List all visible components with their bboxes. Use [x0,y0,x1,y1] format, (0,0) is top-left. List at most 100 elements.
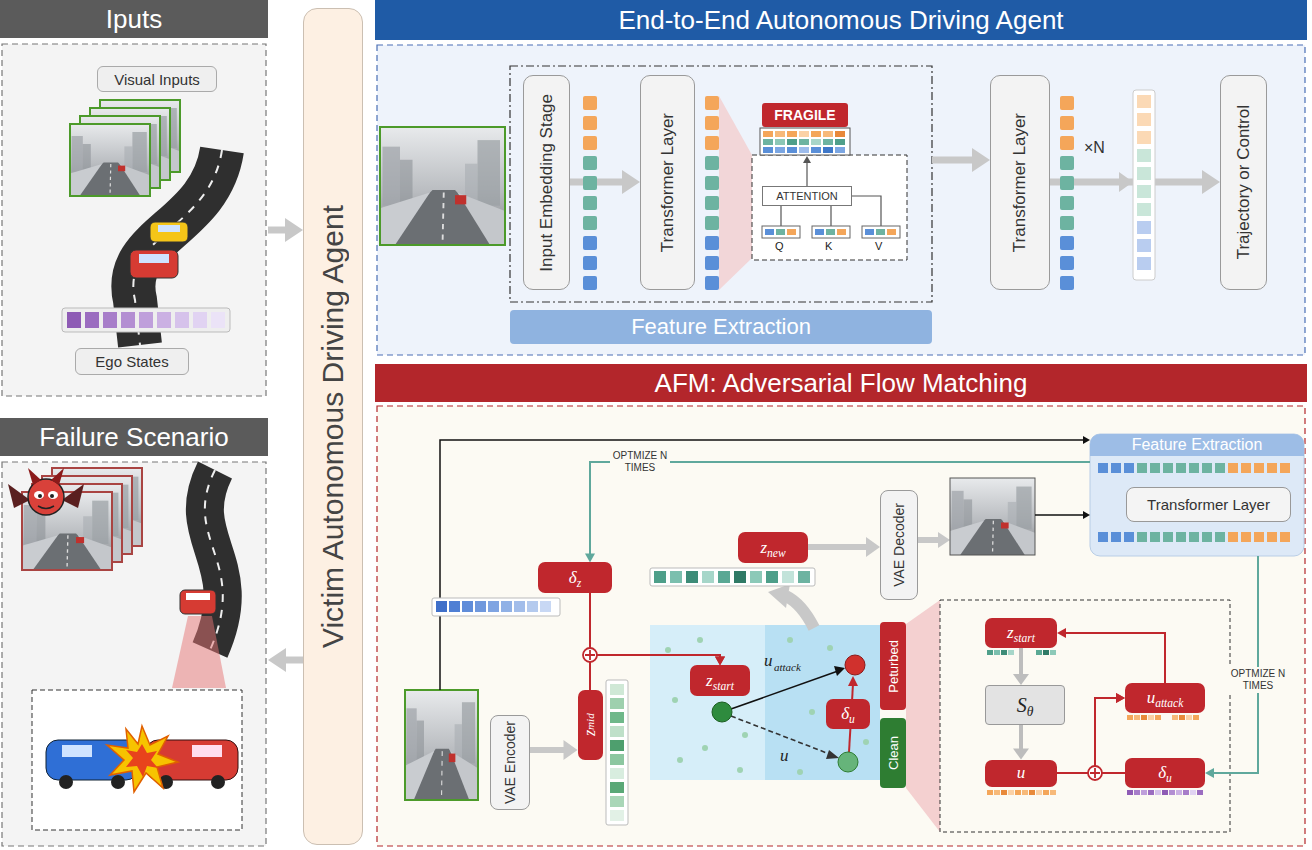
afm-sketch [987,650,993,655]
node-text: δ [841,704,849,723]
afm-sketch [1148,790,1154,795]
attention-sketch [823,131,833,137]
afm-sketch [610,768,624,779]
afm-sketch [462,601,473,612]
afm-sketch [697,637,703,643]
node-text: Input Embedding Stage [537,94,557,272]
edge-label: OPTMIZE N TIMES [610,449,670,475]
connector-line [1019,725,1023,751]
attention-sketch [837,229,846,235]
token-columns [1060,116,1074,130]
input-frames [121,312,135,328]
afm-sketch [1241,532,1251,542]
afm-sketch [826,750,839,759]
node-text: Transformer Layer [658,113,678,252]
afm-sketch [950,478,1035,555]
afm-sketch [1176,790,1182,795]
afm-sketch [1050,790,1056,795]
afm-sketch [1193,715,1199,720]
afm-sketch [1169,790,1175,795]
afm-sketch [514,601,525,612]
failure-illustration [28,468,41,485]
input-frames [130,250,178,278]
math-symbol: u [1017,763,1026,783]
token-columns [1137,239,1151,252]
node-text: u [1017,763,1026,782]
afm-sketch [838,752,858,772]
afm-sketch [610,782,624,793]
afm-sketch [1036,790,1042,795]
panel-ground [377,45,1305,355]
attention-sketch [811,131,821,137]
token-columns [1060,216,1074,230]
afm-sketch [540,601,551,612]
afm-sketch [712,702,732,722]
input-frames [70,124,150,196]
afm-sketch [786,596,814,628]
token-columns [1137,167,1151,180]
token-columns [705,116,719,130]
afm-sketch [782,571,794,583]
afm-sketch [1163,532,1173,542]
afm-sketch [1098,532,1108,542]
afm-sketch [650,568,815,586]
afm-sketch [1190,790,1196,795]
vae-decoder: VAE Decoder [880,490,918,600]
token-columns [1137,131,1151,144]
attention-sketch [787,147,797,153]
token-columns [1060,96,1074,110]
afm-sketch [1008,650,1014,655]
afm-sketch [610,810,624,821]
connector [1095,693,1125,773]
afm-sketch [750,571,762,583]
node-text: VAE Encoder [502,721,518,804]
node-text: mid [584,713,596,730]
panel-ground [377,406,1305,846]
node-text: attack [1155,697,1183,710]
afm-sketch [665,647,671,653]
section-panel: End-to-End Autonomous Driving AgentFeatu… [375,0,1307,357]
edge-label: OPTMIZE N TIMES [1228,667,1288,693]
input-frames [193,312,207,328]
attention-sketch [812,226,850,238]
node-text: Visual Inputs [111,71,203,88]
attention-sketch [865,229,874,235]
afm-sketch [737,767,743,773]
arrowhead [1013,674,1029,685]
arrowhead [1013,749,1029,760]
afm-sketch [1186,715,1192,720]
input-frames [67,312,81,328]
token-columns [705,216,719,230]
afm-sketch [1035,514,1084,516]
afm-sketch [809,709,815,715]
token-columns [1137,149,1151,162]
afm-sketch [1215,532,1225,542]
attention-sketch [763,147,773,153]
afm-sketch [677,757,683,763]
afm-sketch [606,680,628,825]
node-text: VAE Decoder [891,503,907,587]
afm-sketch [1043,790,1049,795]
node-text: start [1014,632,1035,645]
node-text: FRAGILE [771,107,838,123]
connector-line [590,462,1090,555]
arrowhead [1202,170,1220,194]
token-columns [705,276,719,290]
arrowhead [564,740,578,760]
afm-sketch [436,601,447,612]
node-text: δ [569,568,577,587]
afm-sketch [1215,463,1225,473]
afm-sketch [918,537,940,543]
afm-sketch [1134,715,1140,720]
node-text: z [577,577,582,590]
panel-ground [2,44,266,396]
perturbation-tag: δu [1125,758,1205,788]
latent-region [1090,434,1304,556]
afm-sketch [1036,650,1042,655]
afm-sketch [1163,463,1173,473]
failure-illustration [186,593,210,600]
node-text: End-to-End Autonomous Driving Agent [375,0,1307,40]
attention-sketch [775,139,785,145]
input-frames [139,254,169,263]
input-frames [62,100,230,345]
